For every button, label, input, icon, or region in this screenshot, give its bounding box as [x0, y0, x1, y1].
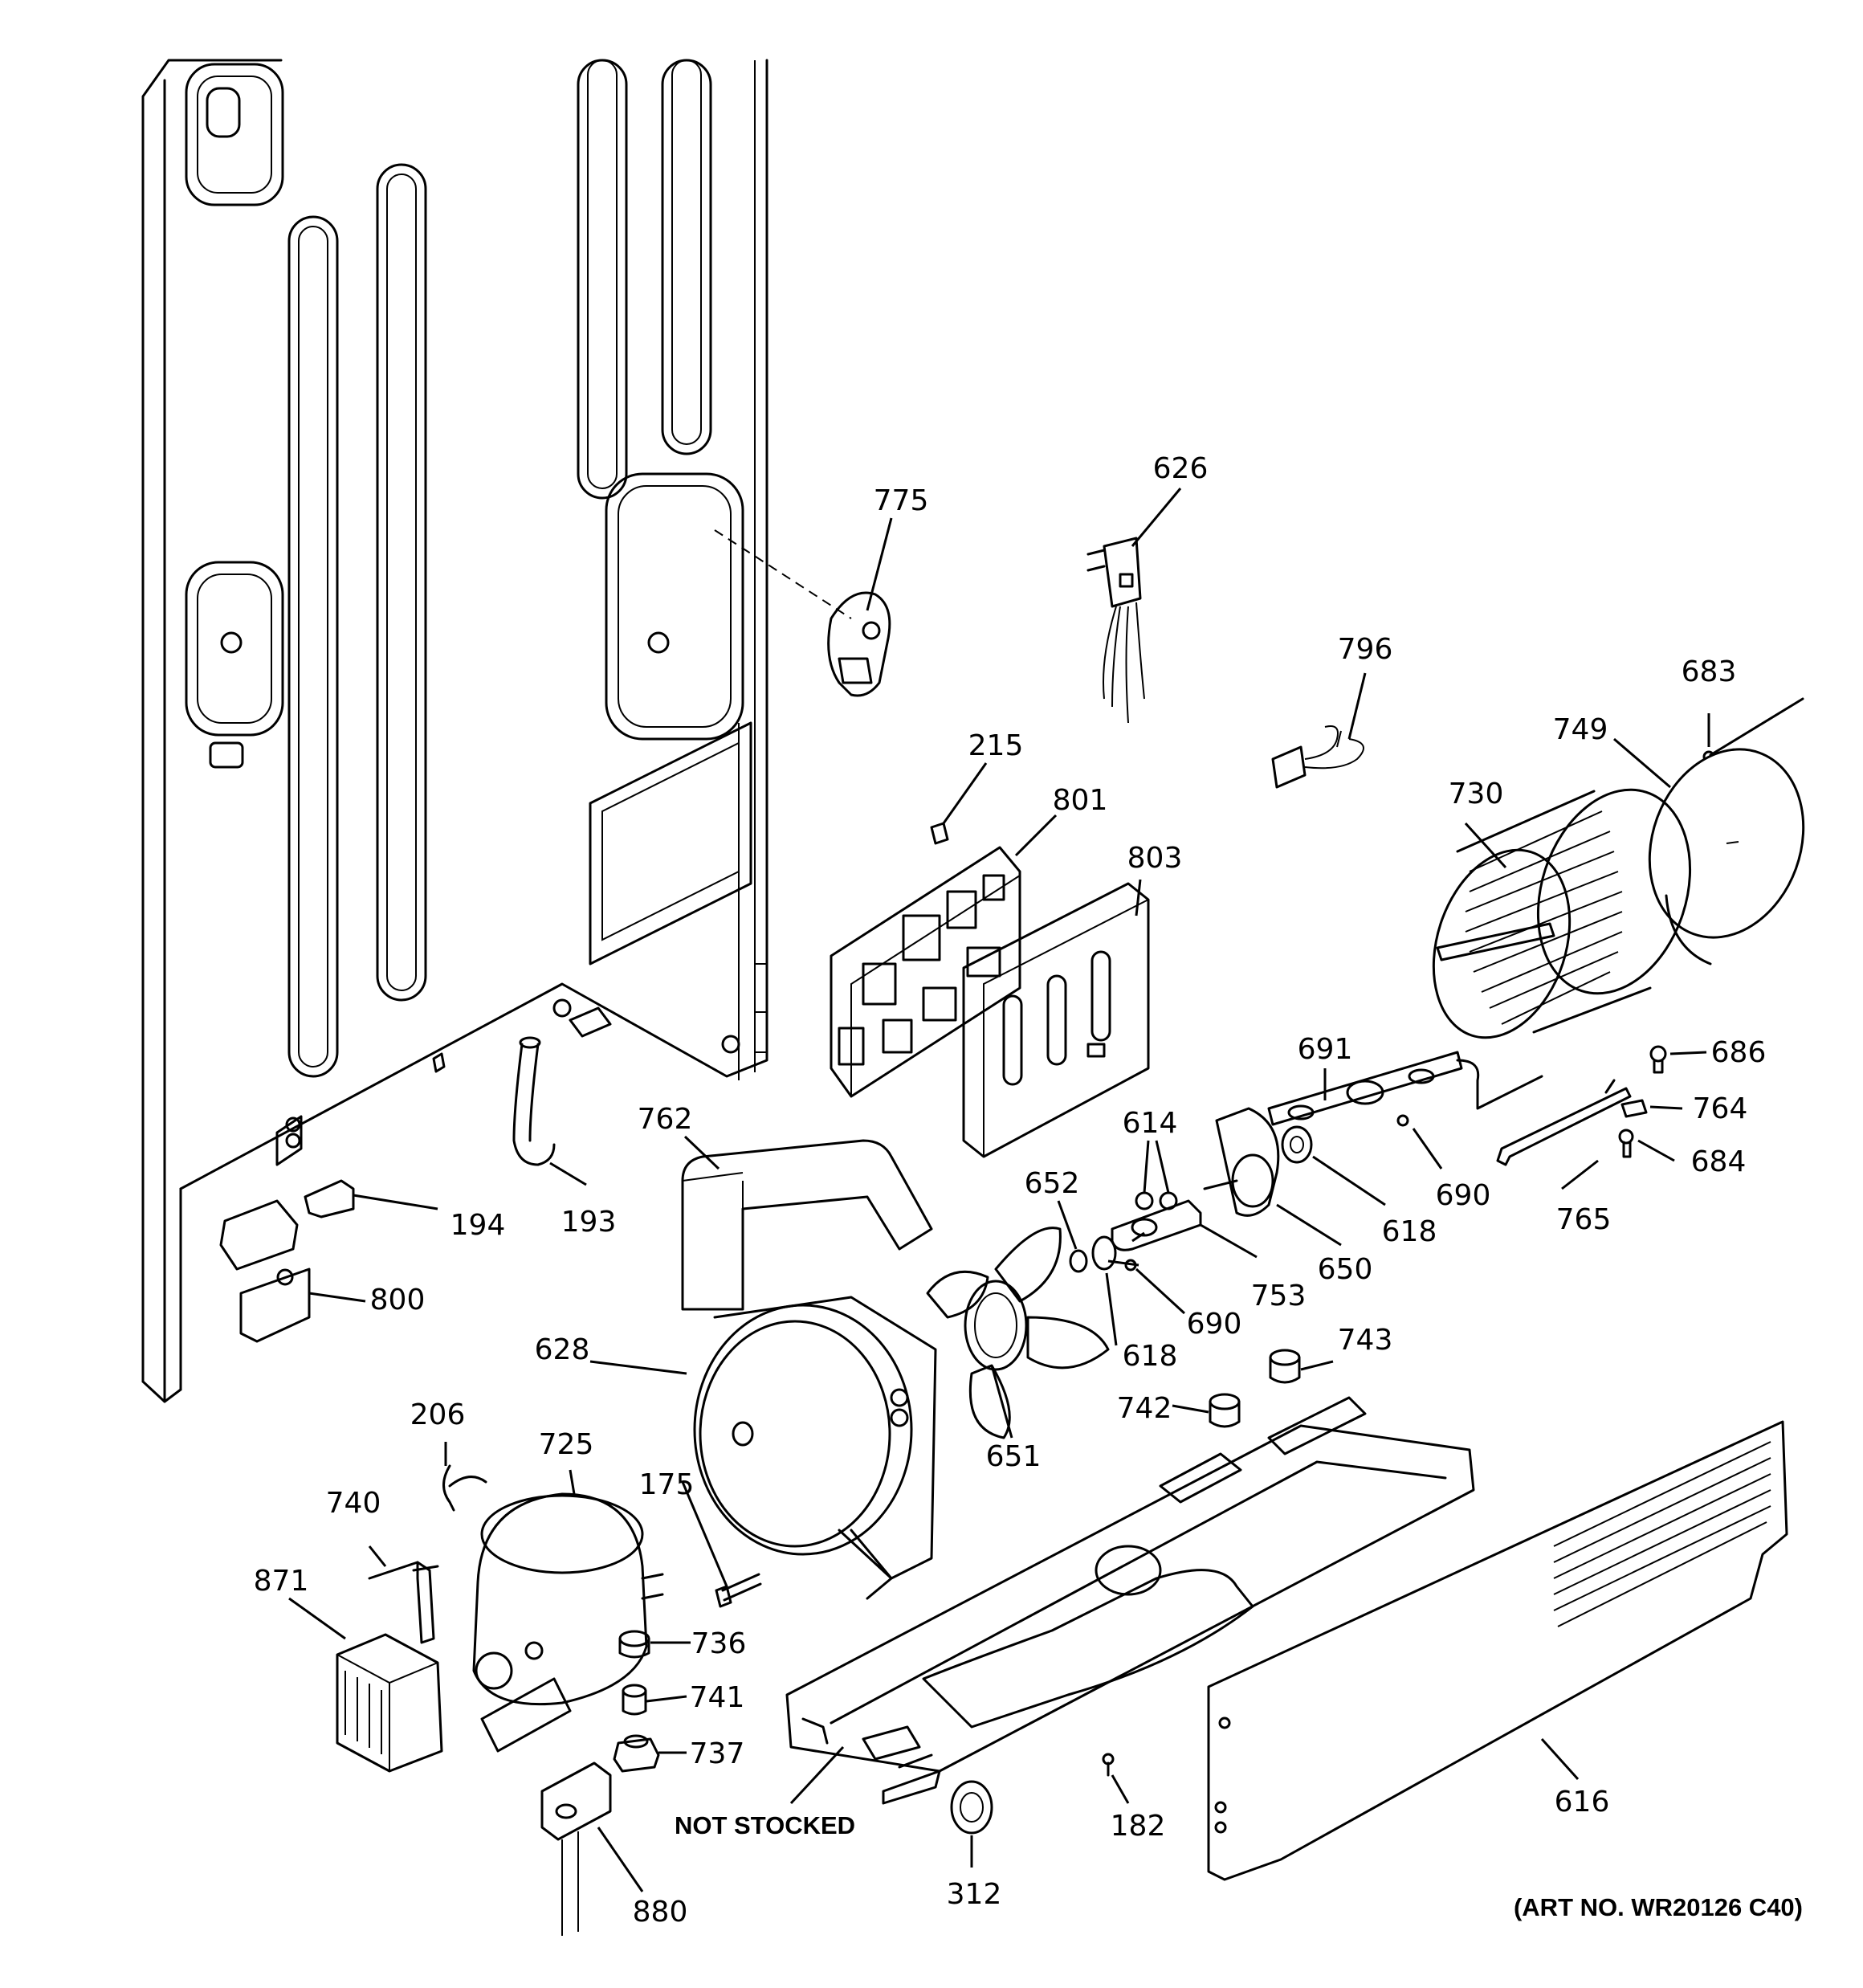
part-628-fan-shroud — [693, 1296, 937, 1600]
part-206-clip — [442, 1464, 487, 1512]
part-650-fan-motor — [1203, 1107, 1280, 1217]
part-764-clip — [1620, 1099, 1648, 1118]
label-736: 736 — [691, 1627, 747, 1660]
label-684: 684 — [1691, 1145, 1747, 1178]
label-871: 871 — [254, 1565, 309, 1598]
label-740: 740 — [326, 1487, 381, 1520]
part-686-screw — [1649, 1045, 1667, 1074]
label-762: 762 — [638, 1103, 693, 1136]
art-number: (ART NO. WR20126 C40) — [1514, 1893, 1803, 1921]
part-725-compressor — [472, 1492, 664, 1753]
label-796: 796 — [1338, 633, 1393, 666]
cabinet-back-panel — [141, 59, 768, 1403]
label-691: 691 — [1298, 1033, 1353, 1066]
label-683: 683 — [1682, 655, 1737, 688]
part-182-screw — [1102, 1753, 1115, 1777]
part-762-duct — [681, 1139, 933, 1311]
label-764: 764 — [1693, 1092, 1748, 1125]
part-730-condenser-coil — [1432, 788, 1712, 1039]
part-803-cover — [962, 882, 1150, 1158]
part-736-grommet — [618, 1630, 650, 1659]
label-741: 741 — [690, 1681, 745, 1714]
part-618-grommet-upper — [1281, 1125, 1313, 1164]
part-193-drain-hose — [512, 1036, 556, 1166]
label-626: 626 — [1153, 452, 1209, 485]
part-626-connector — [1086, 537, 1145, 724]
part-740-drier — [368, 1561, 439, 1644]
label-651: 651 — [986, 1440, 1042, 1473]
label-765: 765 — [1556, 1203, 1612, 1236]
label-618-lower: 618 — [1123, 1340, 1178, 1373]
label-182: 182 — [1111, 1810, 1166, 1843]
part-775-bracket — [714, 529, 891, 697]
base-pan — [785, 1396, 1475, 1805]
part-194-clip — [304, 1179, 355, 1219]
label-618-upper: 618 — [1382, 1215, 1437, 1248]
label-730: 730 — [1449, 778, 1504, 810]
part-215-standoff — [930, 822, 949, 845]
label-194: 194 — [450, 1209, 506, 1242]
label-803: 803 — [1127, 842, 1183, 875]
label-650: 650 — [1318, 1253, 1373, 1286]
label-753: 753 — [1251, 1280, 1307, 1312]
label-801: 801 — [1053, 784, 1108, 817]
callout-labels: 775 626 796 683 749 730 215 801 803 691 … — [254, 452, 1803, 1929]
label-652: 652 — [1025, 1167, 1080, 1200]
part-871-inverter — [336, 1633, 443, 1773]
part-743-grommet — [1269, 1349, 1301, 1384]
label-616: 616 — [1555, 1786, 1610, 1819]
part-741-sleeve — [622, 1684, 647, 1716]
label-800: 800 — [370, 1284, 426, 1316]
not-stocked-note: NOT STOCKED — [675, 1811, 855, 1839]
label-614: 614 — [1123, 1107, 1178, 1140]
part-737-foot — [613, 1734, 660, 1773]
label-193: 193 — [561, 1206, 617, 1239]
label-628: 628 — [535, 1333, 590, 1366]
label-206: 206 — [410, 1398, 466, 1431]
label-690-upper: 690 — [1436, 1179, 1491, 1212]
part-312-roller — [950, 1780, 993, 1835]
part-742-grommet — [1209, 1393, 1241, 1428]
label-312: 312 — [947, 1878, 1002, 1911]
label-686: 686 — [1711, 1036, 1767, 1069]
part-801-control-board — [830, 846, 1021, 1098]
label-749: 749 — [1553, 713, 1608, 746]
part-175-bolt — [715, 1573, 762, 1608]
label-880: 880 — [633, 1896, 688, 1929]
part-616-grille — [1207, 1420, 1788, 1881]
part-651-fan-blade — [926, 1227, 1110, 1439]
label-737: 737 — [690, 1737, 745, 1770]
label-775: 775 — [874, 484, 929, 517]
part-880-thermostat — [540, 1761, 612, 1936]
leader-lines — [288, 488, 1710, 1892]
part-690-screw-upper — [1396, 1114, 1409, 1127]
label-742: 742 — [1117, 1392, 1172, 1425]
label-743: 743 — [1338, 1324, 1393, 1357]
part-652-nut — [1069, 1249, 1088, 1273]
label-215: 215 — [968, 729, 1024, 762]
part-800-relay — [219, 1199, 311, 1343]
part-765-bracket — [1496, 1079, 1632, 1166]
label-175: 175 — [639, 1468, 695, 1501]
part-749-cover-disc — [1648, 748, 1805, 939]
part-691-strap — [1267, 1051, 1543, 1126]
part-618-grommet-lower — [1091, 1235, 1117, 1271]
label-725: 725 — [539, 1428, 594, 1461]
part-753-motor-bracket — [1111, 1199, 1202, 1251]
part-796-harness — [1271, 725, 1364, 789]
part-684-screw — [1618, 1129, 1634, 1158]
label-690-lower: 690 — [1187, 1308, 1242, 1341]
